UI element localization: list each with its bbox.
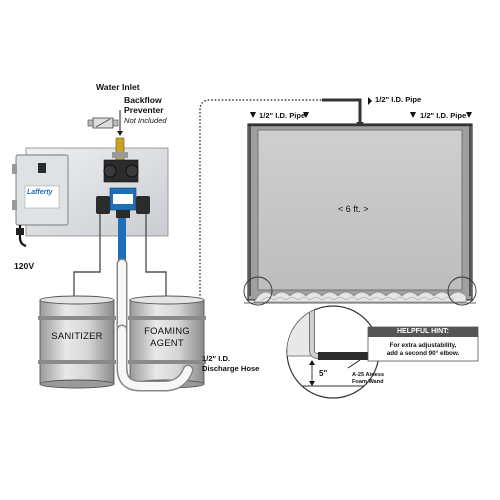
pipe-riser (322, 98, 362, 124)
hint-line1: For extra adjustability, (389, 342, 457, 349)
pipe-left-label: 1/2" I.D. Pipe (259, 111, 306, 120)
door-width-label: < 6 ft. > (338, 204, 369, 214)
hint-header (368, 327, 478, 337)
wand-label-line2: Foam Wand (352, 379, 384, 385)
hint-line2: add a second 90° elbow. (386, 350, 460, 357)
discharge-hose-blue (118, 218, 126, 264)
foaming-drum-label-line1: FOAMING (144, 326, 190, 337)
discharge-label-line1: 1/2" I.D. (202, 354, 231, 363)
voltage-label: 120V (14, 261, 35, 271)
sanitizer-drum (38, 295, 116, 389)
height-5in-label: 5" (319, 369, 328, 378)
pipe-top-label: 1/2" I.D. Pipe (375, 95, 422, 104)
sanitizer-drum-label: SANITIZER (51, 331, 103, 342)
brand-label (24, 185, 60, 209)
wand-label-line1: A-25 Airless (352, 372, 385, 378)
backflow-label-line1: Backflow (124, 95, 162, 105)
dotted-hose-route (189, 99, 322, 363)
right-corner-callout (447, 276, 477, 306)
left-corner-callout (243, 276, 273, 306)
hint-title: HELPFUL HINT: (397, 328, 449, 335)
power-switch (38, 163, 46, 173)
foam-agent-tube (145, 214, 167, 298)
brand-logo: Lafferty (27, 189, 53, 196)
not-included-label: Not Included (124, 116, 167, 125)
power-cord (18, 225, 27, 248)
pipe-right-label: 1/2" I.D. Pipe (420, 111, 467, 120)
water-inlet-label: Water Inlet (96, 82, 140, 92)
door-panel (257, 129, 463, 291)
sanitizer-tube (73, 214, 101, 298)
foaming-drum-label-line2: AGENT (150, 338, 184, 349)
discharge-label-line2: Discharge Hose (202, 364, 260, 373)
backflow-label-line2: Preventer (124, 105, 164, 115)
foam-curtain (253, 291, 467, 303)
foam-wand (318, 352, 374, 360)
